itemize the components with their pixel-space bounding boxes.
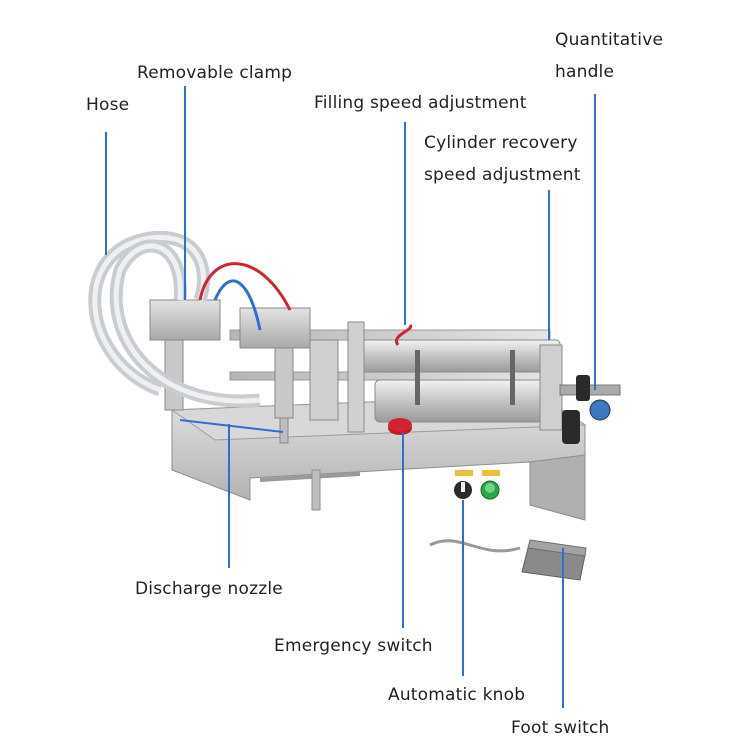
label-discharge-nozzle: Discharge nozzle (135, 579, 283, 599)
air-tubes (198, 262, 413, 346)
leader-lines (105, 86, 596, 708)
emergency-switch (388, 418, 412, 435)
label-automatic-knob: Automatic knob (388, 685, 526, 705)
label-cylinder-recovery-line2: speed adjustment (424, 165, 581, 185)
main-cylinder (347, 321, 563, 433)
quantitative-handle (559, 375, 621, 444)
label-filling-speed-adjustment: Filling speed adjustment (314, 93, 527, 113)
label-foot-switch: Foot switch (511, 718, 610, 738)
stand-leg (311, 469, 321, 511)
label-cylinder-recovery-line1: Cylinder recovery (424, 133, 578, 153)
label-removable-clamp: Removable clamp (137, 63, 293, 83)
label-hose: Hose (86, 95, 130, 115)
label-emergency-switch: Emergency switch (274, 636, 433, 656)
hoses (88, 230, 261, 408)
control-panel (454, 470, 500, 500)
label-quantitative-handle-line1: Quantitative (555, 30, 664, 50)
foot-switch (429, 539, 587, 581)
label-quantitative-handle-line2: handle (555, 62, 615, 82)
